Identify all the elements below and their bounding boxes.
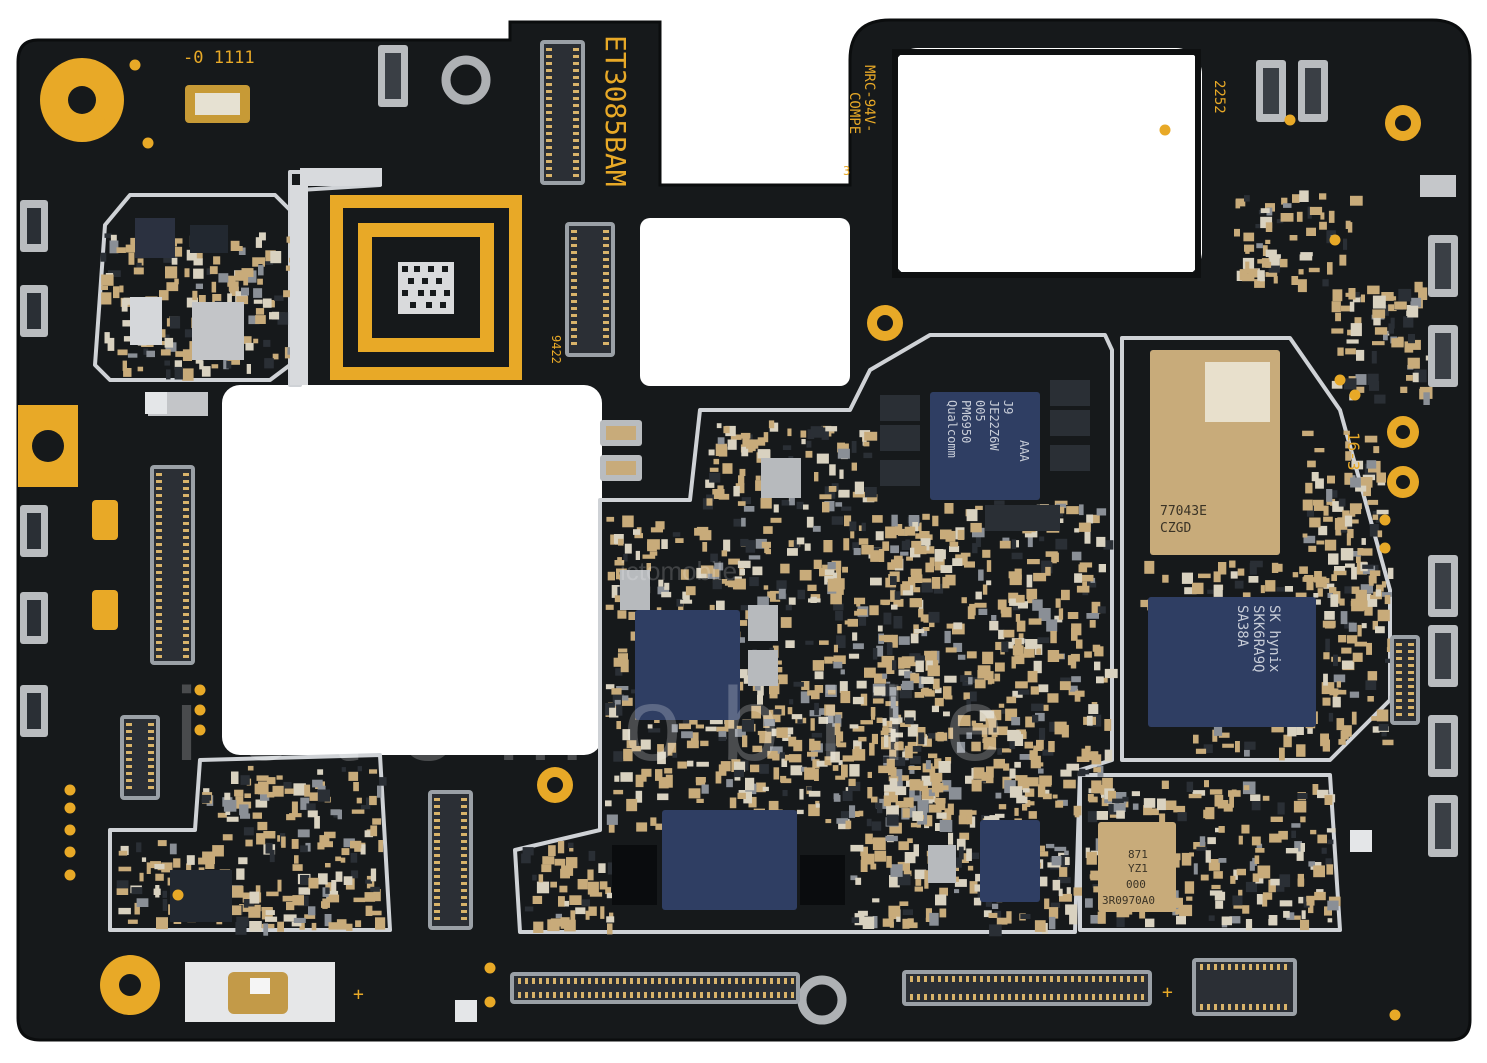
silver-module <box>928 845 956 883</box>
silver-module <box>1420 175 1456 197</box>
small-chip-line: YZ1 <box>1128 862 1148 875</box>
cert-label-2: COMPE <box>846 92 862 134</box>
silver-module <box>620 570 650 610</box>
gold-shield-plate <box>330 195 522 380</box>
silver-module <box>761 458 801 498</box>
screw-ring-bottom <box>797 975 847 1025</box>
memory-line: SKK6RA9Q <box>1250 605 1266 672</box>
window-cutout-top-middle <box>640 218 850 386</box>
edge-contact-pads <box>20 45 1458 1022</box>
rf-line: CZGD <box>1160 521 1191 536</box>
ic-chips <box>130 85 1456 1022</box>
frame-around-top-right-cutout <box>892 49 1201 278</box>
memory-chip <box>1148 597 1316 727</box>
silver-shield-left <box>300 168 382 186</box>
inductor-black-left <box>612 845 657 905</box>
camera-cutout-top-right <box>892 48 1202 278</box>
small-chip-line: 000 <box>1126 878 1146 891</box>
pmic-line: PM6950 <box>959 400 973 443</box>
passive-components <box>100 190 1438 937</box>
memory-line: SA38A <box>1234 605 1250 648</box>
pmic-chip <box>930 392 1040 500</box>
inductor-black-right <box>800 855 845 905</box>
label-flex: 9422 <box>549 335 563 364</box>
camera-cutout-left <box>222 385 602 755</box>
rf-line: 77043E <box>1160 504 1207 519</box>
gold-test-points <box>64 59 1401 1021</box>
small-chip-line: 3R0970A0 <box>1102 894 1155 907</box>
plus-mark: + <box>353 984 364 1005</box>
small-chip-markings: 871 YZ1 000 3R0970A0 <box>1102 848 1155 907</box>
pmic-line: J9 <box>1001 400 1015 414</box>
silver-chip <box>192 302 244 360</box>
cert-label-3: 3 <box>843 164 850 178</box>
small-chip-top-label: 871 <box>1128 848 1148 861</box>
cert-label-1: MRC-94V- <box>861 65 877 132</box>
board-code-label: ET3085BAM <box>599 35 632 187</box>
small-chip <box>135 218 175 258</box>
baseband-chip <box>635 610 740 720</box>
pmic-line: Qualcomm <box>945 400 959 458</box>
pmic-line: 005 <box>973 400 987 422</box>
silkscreen-text: ET3085BAM -0 1111 MRC-94V- COMPE 3 2252 … <box>183 35 1363 1005</box>
silver-module <box>748 605 778 641</box>
chip-markings: Qualcomm PM6950 005 JE22Z6W J9 AAA <box>945 400 1031 462</box>
watermark: ictomobile ictomobile <box>175 556 1043 783</box>
label-right: 16-3 <box>1344 432 1363 471</box>
rf-module-markings: 77043E CZGD <box>1160 504 1207 536</box>
power-chip <box>662 810 797 910</box>
watermark-text: ictomobile <box>175 667 1043 783</box>
board-connectors <box>120 40 1420 1016</box>
silver-chip <box>130 297 162 345</box>
label-top-left: -0 1111 <box>183 48 255 68</box>
pmic-line: AAA <box>1017 440 1031 462</box>
watermark-sub: ictomobile <box>620 556 737 586</box>
memory-markings: SK hynix SKK6RA9Q SA38A <box>1234 605 1282 672</box>
memory-line: SK hynix <box>1266 605 1282 672</box>
plus-mark: + <box>1162 982 1173 1003</box>
screw-ring-top <box>441 55 491 105</box>
pmic-line: JE22Z6W <box>987 400 1001 451</box>
sensor-chip <box>980 820 1040 902</box>
label-top-right: 2252 <box>1211 80 1227 114</box>
silver-module <box>748 650 778 686</box>
wifi-module-chip <box>1098 822 1176 912</box>
small-chip <box>190 225 228 253</box>
